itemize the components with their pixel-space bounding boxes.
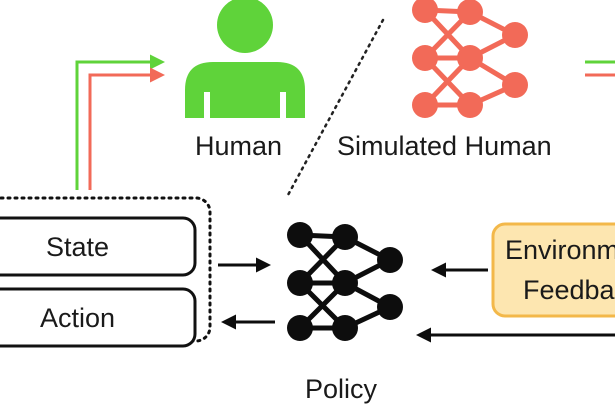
human-feedback-arrow — [75, 54, 165, 190]
action-box — [0, 287, 197, 348]
feedback-label: Feedba — [523, 275, 615, 305]
neural-network-icon — [412, 0, 528, 118]
human-label: Human — [195, 131, 283, 161]
divider-dotted-line — [286, 18, 385, 197]
environment-feedback-box — [491, 222, 615, 318]
state-box — [0, 216, 197, 277]
person-icon — [185, 0, 305, 118]
environment-label: Environm — [505, 235, 615, 265]
simulated-feedback-arrow — [88, 67, 165, 190]
action-label: Action — [39, 303, 116, 333]
policy-label: Policy — [305, 374, 378, 404]
neural-network-icon — [287, 222, 403, 341]
state-label: State — [45, 232, 110, 262]
simulated-human-label: Simulated Human — [337, 131, 552, 161]
